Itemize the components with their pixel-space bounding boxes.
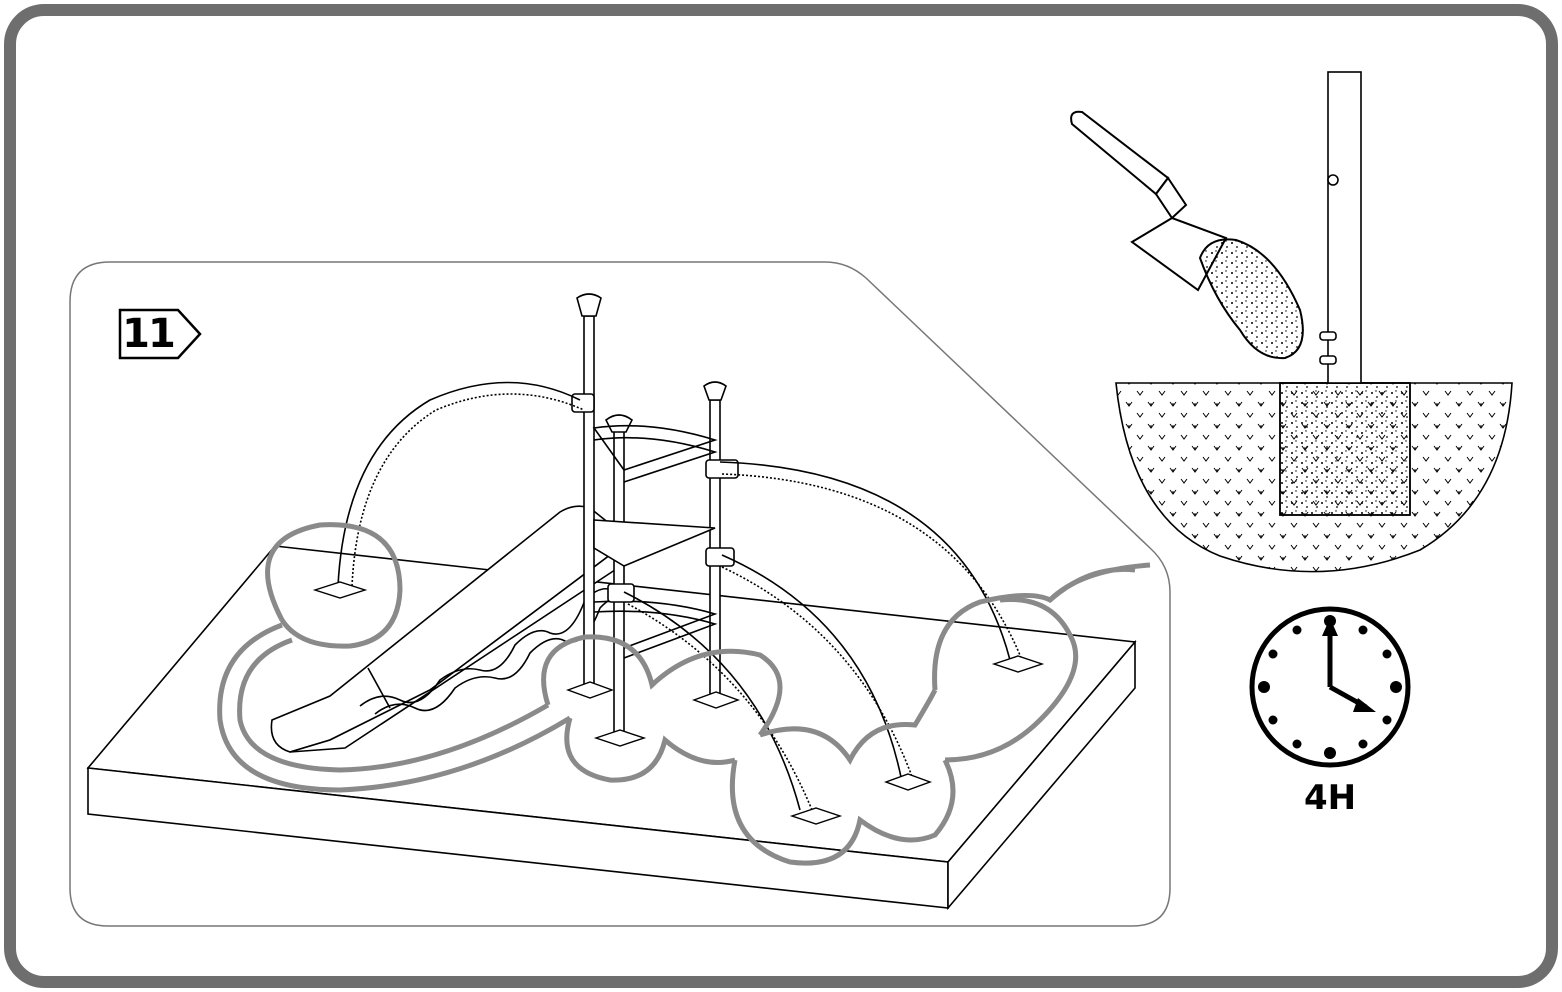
step-number: 11	[122, 311, 176, 357]
anchor-highlights	[217, 522, 1151, 866]
concrete-pour-icon	[1198, 238, 1304, 360]
step-badge	[118, 308, 202, 360]
support-arches	[337, 381, 1023, 811]
clock-icon	[1249, 606, 1411, 768]
footing-section	[1115, 71, 1513, 573]
concrete-slab	[86, 545, 1137, 911]
outer-frame	[4, 4, 1558, 988]
trowel-icon	[1070, 110, 1228, 292]
tower-posts	[571, 293, 739, 737]
base-plates	[312, 581, 1045, 825]
cure-time: 4H	[1303, 778, 1357, 818]
step-panel	[69, 261, 1171, 927]
